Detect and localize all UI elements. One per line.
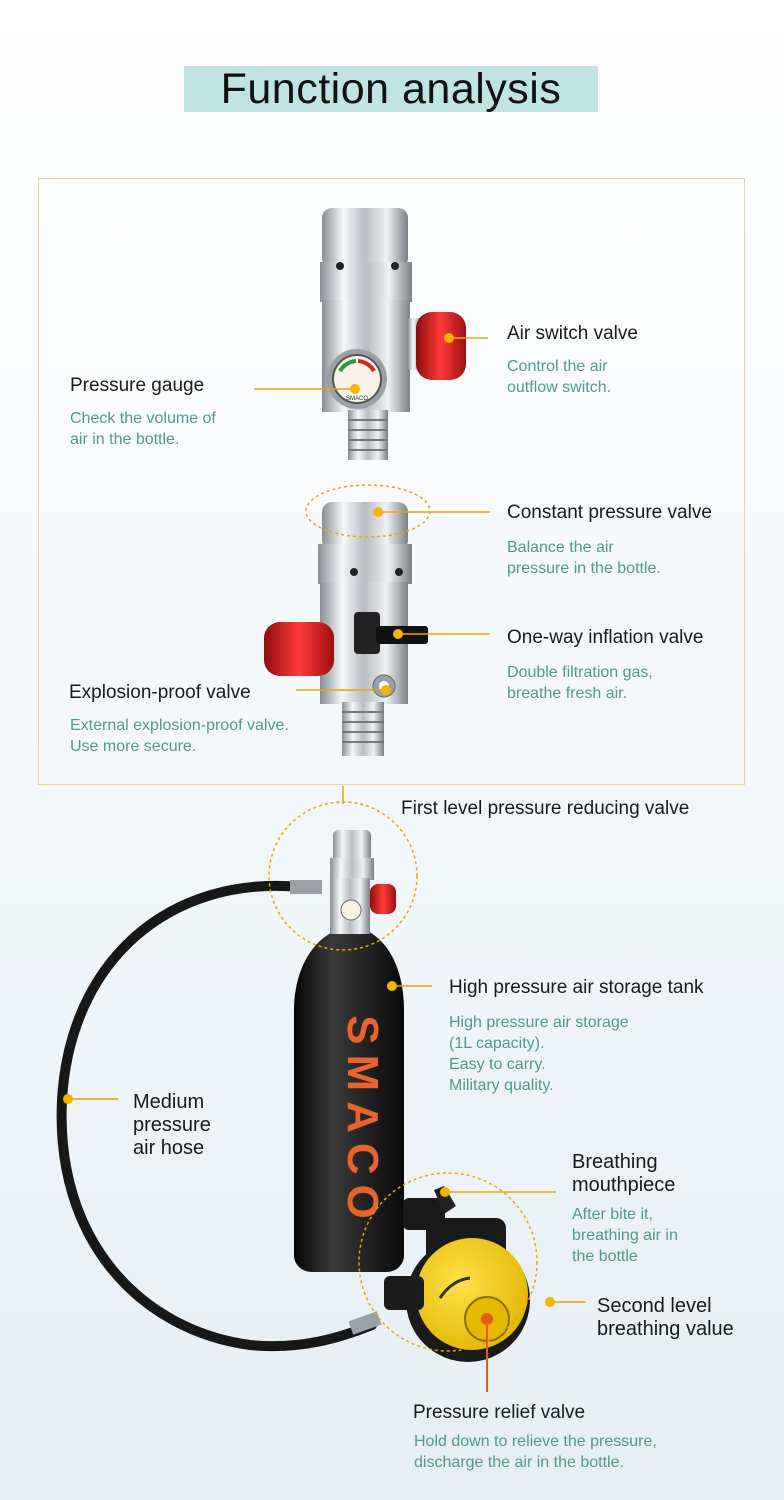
pressure-gauge-desc: Check the volume of air in the bottle.: [70, 410, 216, 448]
tank-assembly-image: SMACO: [56, 830, 530, 1362]
tank-label: High pressure air storage tank: [449, 977, 704, 998]
one-way-desc: Double filtration gas, breathe fresh air…: [507, 664, 653, 702]
highlight-circle-constant: [305, 484, 431, 538]
leader-lines: [68, 337, 586, 1303]
gauge-brand-text: SMACO: [346, 396, 368, 402]
air-switch-label: Air switch valve: [507, 323, 638, 344]
first-level-label: First level pressure reducing valve: [401, 798, 690, 819]
detail-frame: [38, 178, 745, 785]
explosion-proof-desc: External explosion-proof valve. Use more…: [70, 717, 289, 755]
valve-top-image: SMACO: [320, 208, 466, 460]
relief-marker-dot: [481, 1313, 493, 1325]
highlight-circle-regulator: [358, 1172, 538, 1352]
second-level-label: Second level breathing value: [597, 1295, 734, 1340]
tank-desc: High pressure air storage (1L capacity).…: [449, 1014, 629, 1094]
explosion-proof-label: Explosion-proof valve: [69, 682, 251, 703]
valve-bottom-image: [264, 502, 428, 756]
air-switch-desc: Control the air outflow switch.: [507, 358, 612, 396]
relief-label: Pressure relief valve: [413, 1402, 586, 1423]
hose-label: Medium pressure air hose: [133, 1091, 211, 1159]
page-title: Function analysis: [184, 66, 598, 112]
marker-dots: [63, 333, 555, 1307]
constant-pressure-label: Constant pressure valve: [507, 502, 712, 523]
one-way-label: One-way inflation valve: [507, 627, 704, 648]
constant-pressure-desc: Balance the air pressure in the bottle.: [507, 539, 661, 577]
mouthpiece-label: Breathing mouthpiece: [572, 1151, 676, 1196]
mouthpiece-desc: After bite it, breathing air in the bott…: [572, 1206, 678, 1265]
relief-desc: Hold down to relieve the pressure, disch…: [414, 1433, 657, 1471]
pressure-gauge-label: Pressure gauge: [70, 375, 205, 396]
tank-brand-text: SMACO: [338, 1015, 387, 1229]
